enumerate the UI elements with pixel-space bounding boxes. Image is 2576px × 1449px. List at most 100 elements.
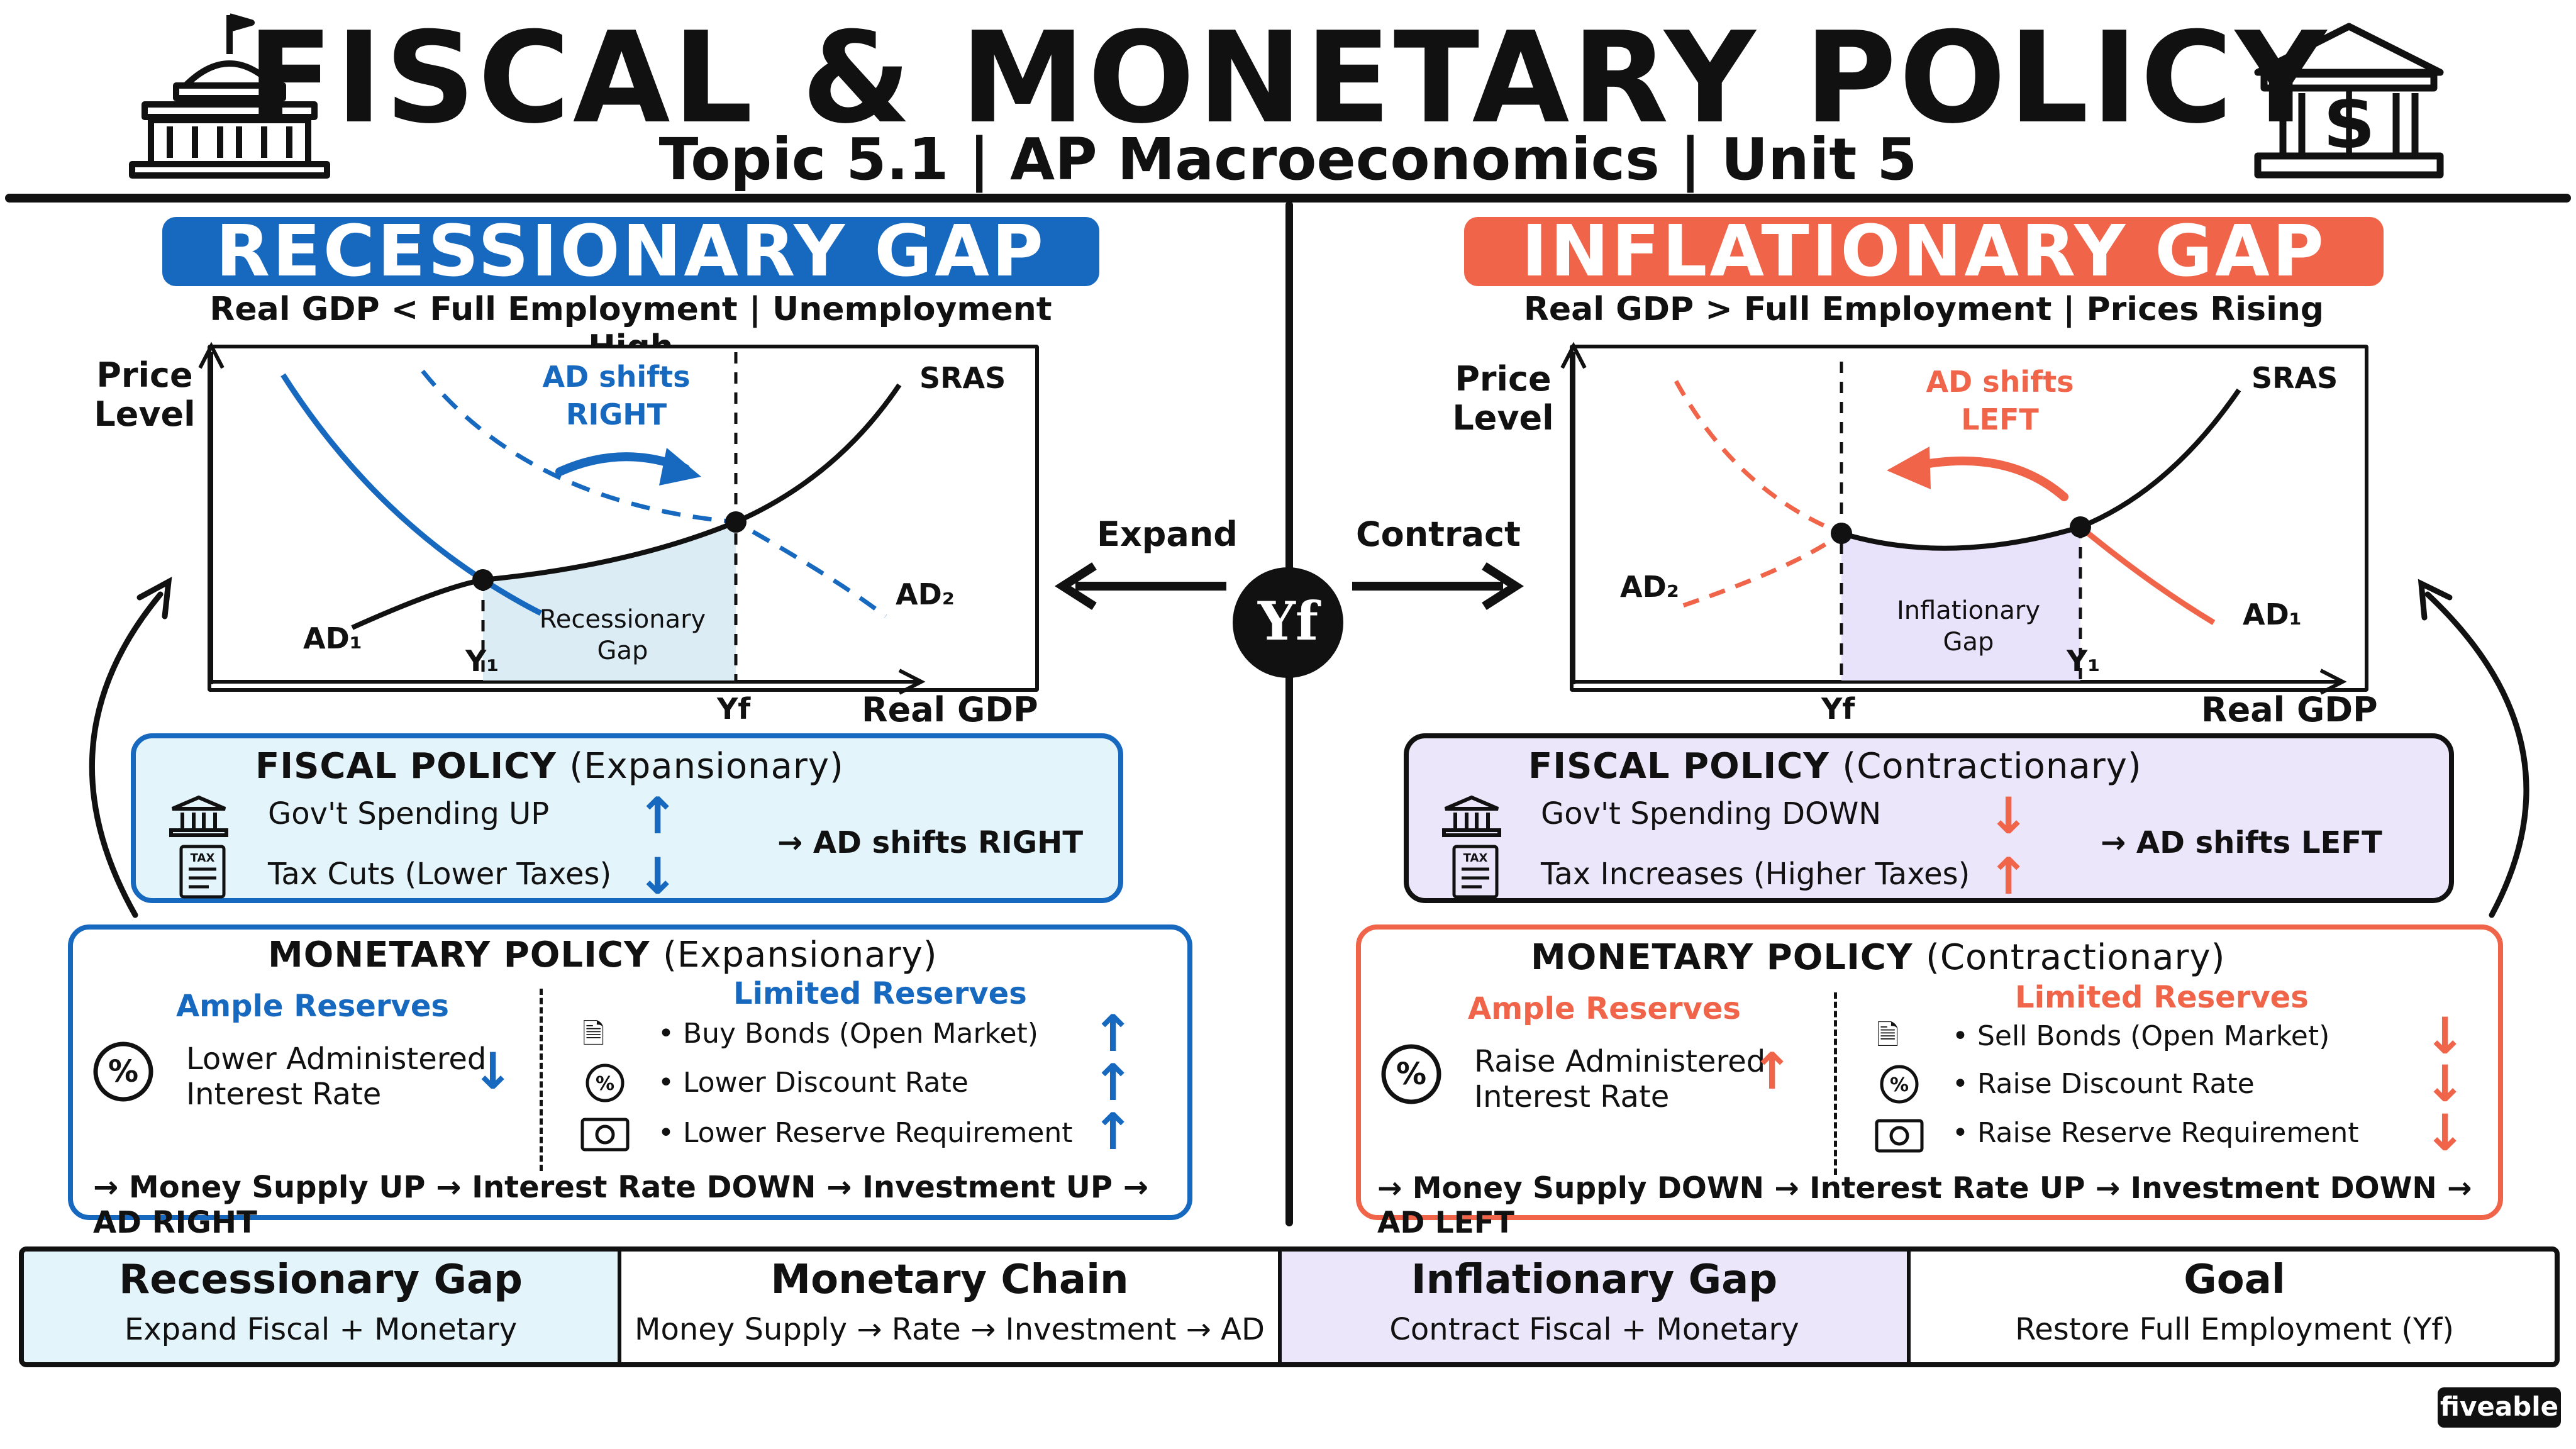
recessionary-gap-label-2: Gap <box>597 636 648 665</box>
right-equilibrium-point-y1 <box>2070 516 2091 538</box>
ad-shift-note: AD shifts <box>542 360 691 394</box>
admin-rate-down-arrow-icon: ↓ <box>472 1042 514 1101</box>
inflationary-gap-description: Real GDP > Full Employment | Prices Risi… <box>1523 291 2324 328</box>
inflationary-gap-label-2: Gap <box>1943 628 1994 657</box>
feedback-arrow-left <box>89 591 164 918</box>
right-price-level-label: Price Level <box>1452 359 1554 438</box>
summary-recessionary: Recessionary Gap Expand Fiscal + Monetar… <box>24 1252 621 1362</box>
reserve-down-arrow-icon: ↓ <box>2424 1104 2467 1162</box>
recessionary-gap-banner: RECESSIONARY GAP <box>162 216 1099 287</box>
fiscal-item-spending: Gov't Spending UP <box>268 796 550 831</box>
right-limited-item-discount: • Raise Discount Rate <box>1952 1068 2255 1100</box>
percent-icon: % <box>586 1063 625 1102</box>
right-limited-item-bonds: • Sell Bonds (Open Market) <box>1952 1020 2330 1052</box>
header-divider <box>5 194 2571 203</box>
summary-strip: Recessionary Gap Expand Fiscal + Monetar… <box>19 1246 2560 1367</box>
svg-text:TAX: TAX <box>1463 852 1488 865</box>
limited-item-reserve: • Lower Reserve Requirement <box>658 1117 1073 1149</box>
capitol-building-icon <box>129 13 330 179</box>
ample-action-line-1: Lower Administered <box>186 1041 487 1077</box>
page-subtitle: Topic 5.1 | AP Macroeconomics | Unit 5 <box>658 126 1918 193</box>
ample-action-line-2: Interest Rate <box>186 1077 382 1112</box>
right-reserves-divider <box>1834 992 1837 1175</box>
right-ad2-label: AD₂ <box>1620 570 1679 604</box>
discount-down-arrow-icon: ↓ <box>2424 1055 2467 1113</box>
discount-up-arrow-icon: ↑ <box>1092 1053 1135 1112</box>
ad2-curve <box>421 369 887 618</box>
right-limited-reserves-label: Limited Reserves <box>2015 980 2309 1015</box>
expand-label: Expand <box>1097 514 1238 554</box>
monetary-policy-expansionary-panel: MONETARY POLICY (Expansionary) Ample Res… <box>68 924 1192 1240</box>
right-y1-label: Y₁ <box>2067 644 2101 678</box>
right-ad1-curve <box>2079 525 2216 625</box>
fiscal-item-taxes: Tax Cuts (Lower Taxes) <box>268 857 612 892</box>
page-title: FISCAL & MONETARY POLICY <box>247 5 2329 152</box>
right-money-bill-icon <box>1875 1119 1924 1153</box>
svg-text:$: $ <box>2323 79 2375 166</box>
right-percent-circle-icon: % <box>1381 1044 1441 1104</box>
bond-document-icon: 🗎 <box>582 1018 605 1050</box>
recessionary-gap-shaded-area <box>483 522 736 680</box>
money-bill-icon <box>580 1118 630 1152</box>
tax-form-icon: TAX <box>179 845 226 899</box>
real-gdp-label: Real GDP <box>862 690 1038 730</box>
inflationary-gap-label-1: Inflationary <box>1896 596 2041 625</box>
government-building-icon <box>169 795 228 837</box>
bank-dollar-icon: $ <box>2254 23 2444 179</box>
right-ad1-label: AD₁ <box>2243 597 2302 631</box>
inflationary-gap-banner: INFLATIONARY GAP <box>1464 216 2384 287</box>
yf-center-badge: Yf <box>1233 567 1343 678</box>
ample-reserves-label: Ample Reserves <box>176 989 449 1024</box>
right-ad-shift-direction: LEFT <box>1961 402 2039 436</box>
fiscal-result: → AD shifts RIGHT <box>777 825 1084 860</box>
svg-text:%: % <box>596 1073 614 1095</box>
feedback-arrow-right <box>2424 591 2529 918</box>
summary-goal: Goal Restore Full Employment (Yf) <box>1911 1252 2555 1362</box>
admin-rate-up-arrow-icon: ↑ <box>1751 1042 1794 1101</box>
summary-inflationary: Inflationary Gap Contract Fiscal + Monet… <box>1282 1252 1911 1362</box>
spending-down-arrow-icon: ↓ <box>1987 787 2030 845</box>
equilibrium-point-y1 <box>472 569 494 591</box>
right-ample-reserves-label: Ample Reserves <box>1468 991 1741 1026</box>
right-fiscal-result: → AD shifts LEFT <box>2101 825 2382 860</box>
svg-text:%: % <box>1396 1057 1426 1092</box>
right-fiscal-policy-title: FISCAL POLICY (Contractionary) <box>1528 746 2142 787</box>
ad2-label: AD₂ <box>896 577 955 611</box>
percent-circle-icon: % <box>93 1041 153 1102</box>
sras-curve <box>351 383 902 630</box>
right-monetary-chain: → Money Supply DOWN → Interest Rate UP →… <box>1377 1171 2472 1240</box>
limited-item-discount: • Lower Discount Rate <box>658 1067 969 1099</box>
right-bond-document-icon: 🗎 <box>1877 1019 1899 1052</box>
reserves-divider <box>540 989 543 1171</box>
right-ad-shift-note: AD shifts <box>1926 365 2074 399</box>
sras-label: SRAS <box>919 361 1006 395</box>
right-real-gdp-label: Real GDP <box>2201 690 2378 730</box>
right-percent-icon: % <box>1880 1065 1919 1104</box>
right-sras-label: SRAS <box>2251 361 2338 395</box>
inflationary-gap-shaded-area <box>1841 527 2080 680</box>
contract-label: Contract <box>1356 514 1521 554</box>
recessionary-gap-label-1: Recessionary <box>539 605 706 634</box>
equilibrium-point-yf <box>725 511 747 533</box>
right-ample-action-line-1: Raise Administered <box>1474 1044 1766 1079</box>
taxes-up-arrow-icon: ↑ <box>1987 847 2030 906</box>
right-fiscal-item-taxes: Tax Increases (Higher Taxes) <box>1541 857 1970 892</box>
yf-axis-label: Yf <box>717 692 751 726</box>
right-tax-form-icon: TAX <box>1452 845 1499 899</box>
center-divider <box>1285 201 1293 1226</box>
svg-text:TAX: TAX <box>191 852 215 865</box>
ad1-label: AD₁ <box>303 621 362 655</box>
monetary-chain: → Money Supply UP → Interest Rate DOWN →… <box>93 1170 1148 1240</box>
right-limited-item-reserve: • Raise Reserve Requirement <box>1952 1117 2359 1149</box>
bonds-down-arrow-icon: ↓ <box>2424 1007 2467 1065</box>
svg-text:%: % <box>1890 1074 1909 1096</box>
spending-up-arrow-icon: ↑ <box>636 787 679 845</box>
price-level-label: Price Level <box>94 355 196 434</box>
fiveable-logo: fiveable <box>2438 1387 2561 1428</box>
right-ample-action-line-2: Interest Rate <box>1474 1079 1670 1114</box>
right-government-building-icon <box>1442 795 1501 837</box>
bonds-up-arrow-icon: ↑ <box>1092 1004 1135 1063</box>
reserve-up-arrow-icon: ↑ <box>1092 1102 1135 1161</box>
inflationary-gap-graph <box>1570 345 2368 692</box>
fiscal-policy-title: FISCAL POLICY (Expansionary) <box>255 746 844 787</box>
